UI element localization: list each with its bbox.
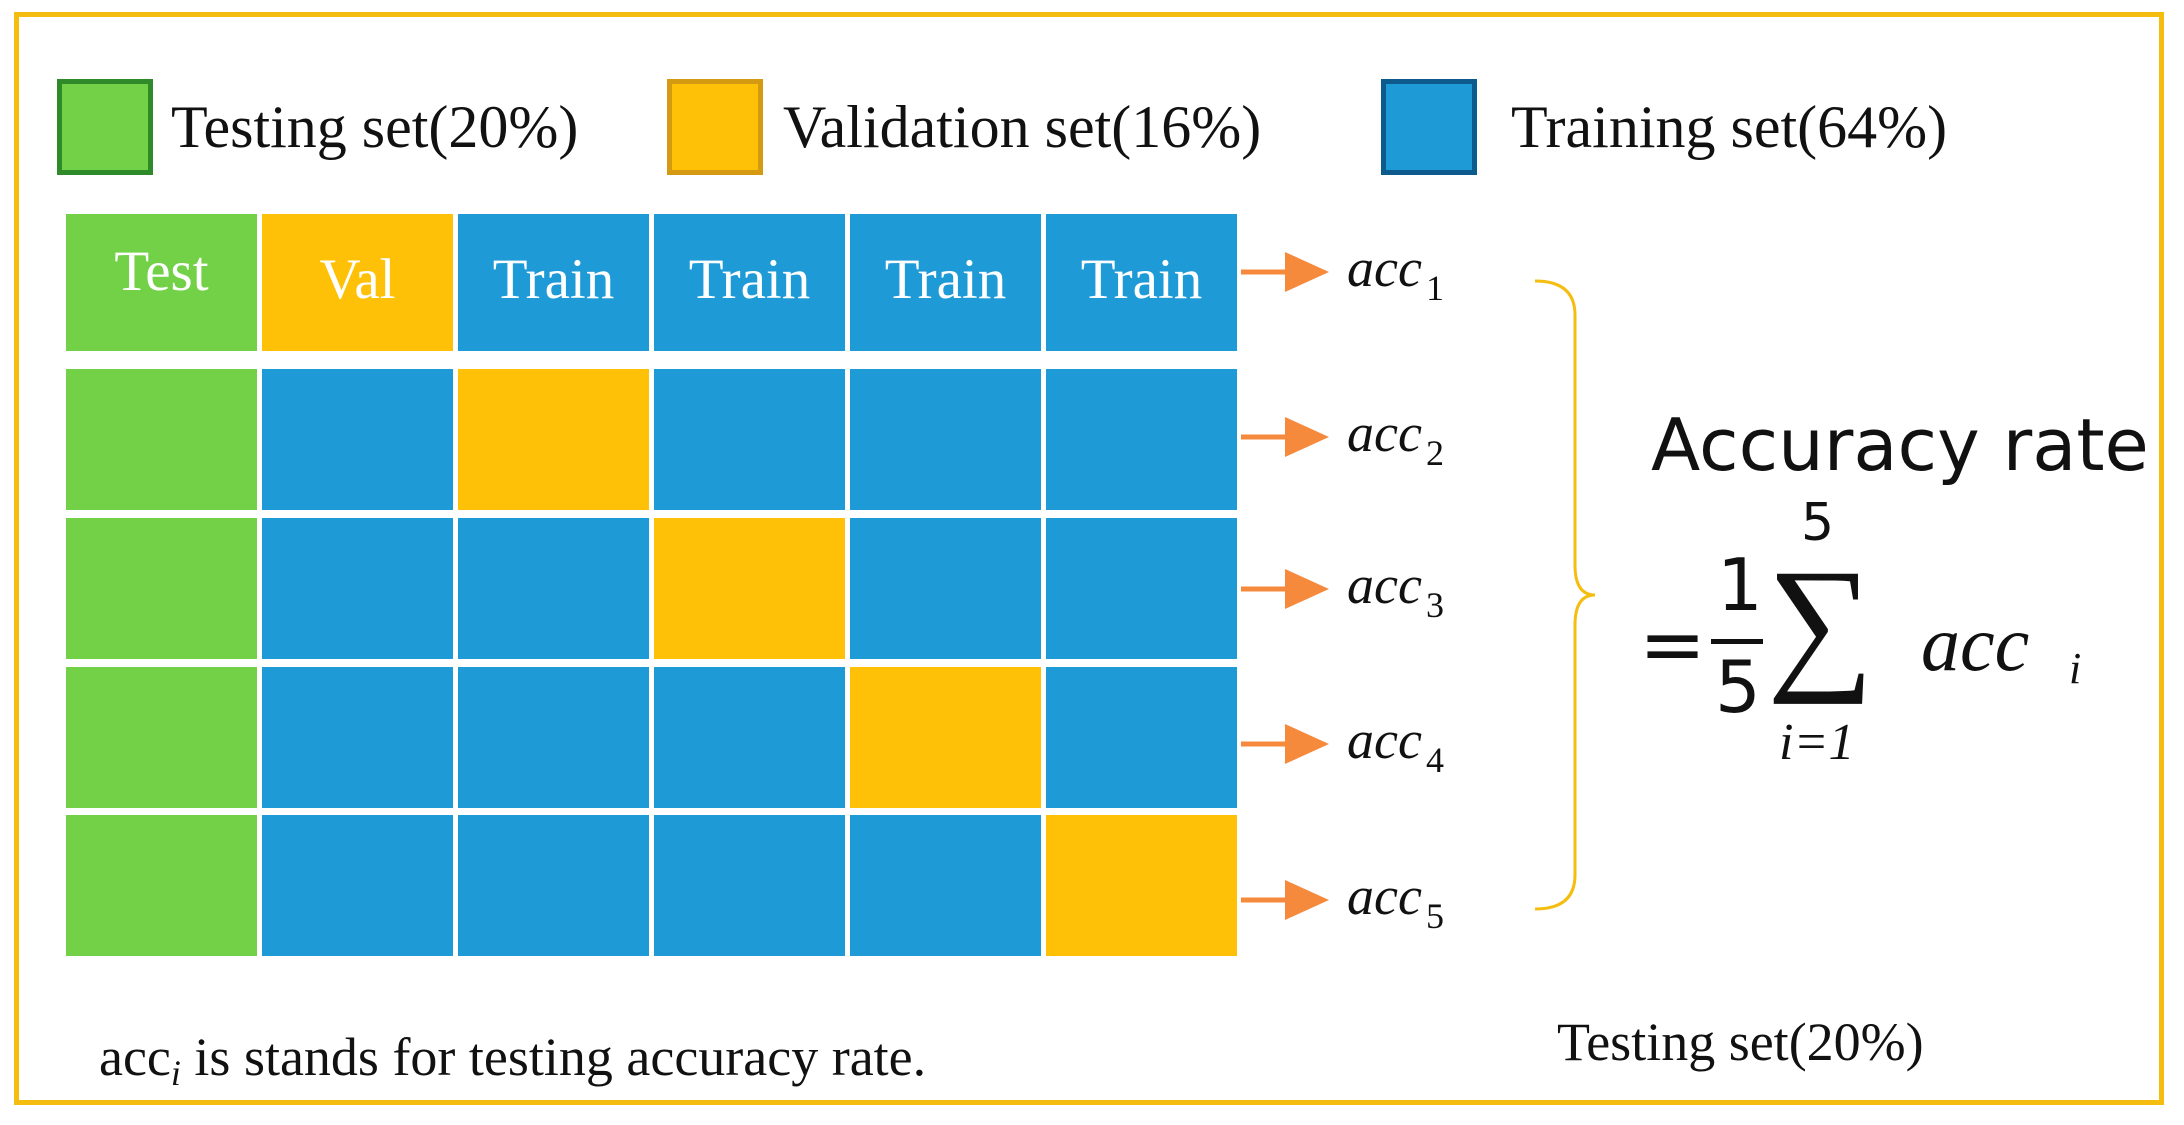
fold-cell-train [262, 518, 453, 659]
legend-swatch-training [1381, 79, 1477, 175]
accuracy-label-base: acc [1347, 710, 1422, 770]
formula-sigma-upper: 5 [1801, 493, 1835, 553]
arrow-icon [1241, 417, 1329, 457]
formula-term: acc [1921, 600, 2030, 687]
accuracy-label-sub: 5 [1425, 896, 1444, 936]
fold-cell-test [66, 369, 257, 510]
fold-cell-train [850, 518, 1041, 659]
fold-cell-val [458, 369, 649, 510]
legend-label-validation: Validation set(16%) [783, 94, 1262, 160]
fold-cell-train [654, 667, 845, 808]
curly-brace [1534, 279, 1596, 911]
footnote-text: is stands for testing accuracy rate. [180, 1027, 927, 1087]
arrow-icon [1241, 724, 1329, 764]
formula-term-sub: i [2069, 644, 2082, 693]
legend-swatch-testing [57, 79, 153, 175]
accuracy-formula: = 1 5 5 ∑ i=1 acc i [1639, 487, 2159, 787]
legend-label-testing: Testing set(20%) [171, 94, 579, 160]
fold-cell-test [66, 518, 257, 659]
arrow-icon [1241, 880, 1329, 920]
accuracy-label-base: acc [1347, 238, 1422, 298]
fold-cell-train [458, 667, 649, 808]
accuracy-label-base: acc [1347, 555, 1422, 615]
legend-swatch-validation [667, 79, 763, 175]
fold-cell-train [458, 518, 649, 659]
formula-equals: = [1639, 598, 1707, 691]
accuracy-label-sub: 4 [1425, 740, 1444, 780]
fold-cell-label: Train [884, 248, 1007, 311]
formula-sigma-lower: i=1 [1779, 714, 1855, 771]
accuracy-label-sub: 2 [1425, 433, 1444, 473]
fold-cell-train [1046, 369, 1237, 510]
fold-cell-train: Train [1046, 214, 1237, 351]
fold-cell-val [654, 518, 845, 659]
fold-cell-train [850, 815, 1041, 956]
footnote: acci is stands for testing accuracy rate… [99, 1027, 926, 1103]
fold-cell-train: Train [850, 214, 1041, 351]
formula-denominator: 5 [1715, 645, 1761, 729]
fold-cell-val: Val [262, 214, 453, 351]
fold-cell-train: Train [654, 214, 845, 351]
fold-cell-train [262, 369, 453, 510]
footnote-acc: acc [99, 1027, 171, 1087]
fold-cell-test [66, 815, 257, 956]
fold-cell-label: Train [1080, 248, 1203, 311]
fold-cell-train: Train [458, 214, 649, 351]
accuracy-rate-title: Accuracy rate [1651, 403, 2149, 487]
fold-cell-train [458, 815, 649, 956]
fold-cell-train [1046, 667, 1237, 808]
formula-numerator: 1 [1717, 543, 1763, 627]
formula-sigma: ∑ [1767, 539, 1874, 705]
fold-cell-train [262, 815, 453, 956]
fold-cell-test: Test [66, 214, 257, 351]
fold-cell-val [1046, 815, 1237, 956]
fold-cell-val [850, 667, 1041, 808]
accuracy-label-sub: 1 [1425, 268, 1444, 308]
fold-cell-train [850, 369, 1041, 510]
formula-fraction-bar [1711, 639, 1763, 644]
arrow-icon [1241, 252, 1329, 292]
accuracy-label-base: acc [1347, 403, 1422, 463]
fold-cell-label: Test [114, 240, 209, 303]
fold-cell-train [654, 815, 845, 956]
diagram-frame: Testing set(20%) Validation set(16%) Tra… [14, 12, 2164, 1105]
fold-cell-test [66, 667, 257, 808]
bottom-testing-label: Testing set(20%) [1557, 1012, 1924, 1072]
accuracy-label-sub: 3 [1425, 585, 1444, 625]
fold-cell-train [1046, 518, 1237, 659]
arrow-icon [1241, 569, 1329, 609]
fold-cell-label: Train [492, 248, 615, 311]
footnote-acc-sub: i [170, 1053, 181, 1093]
accuracy-label-base: acc [1347, 866, 1422, 926]
fold-cell-train [262, 667, 453, 808]
legend-label-training: Training set(64%) [1511, 94, 1948, 160]
fold-cell-label: Val [319, 248, 396, 311]
fold-cell-train [654, 369, 845, 510]
fold-cell-label: Train [688, 248, 811, 311]
